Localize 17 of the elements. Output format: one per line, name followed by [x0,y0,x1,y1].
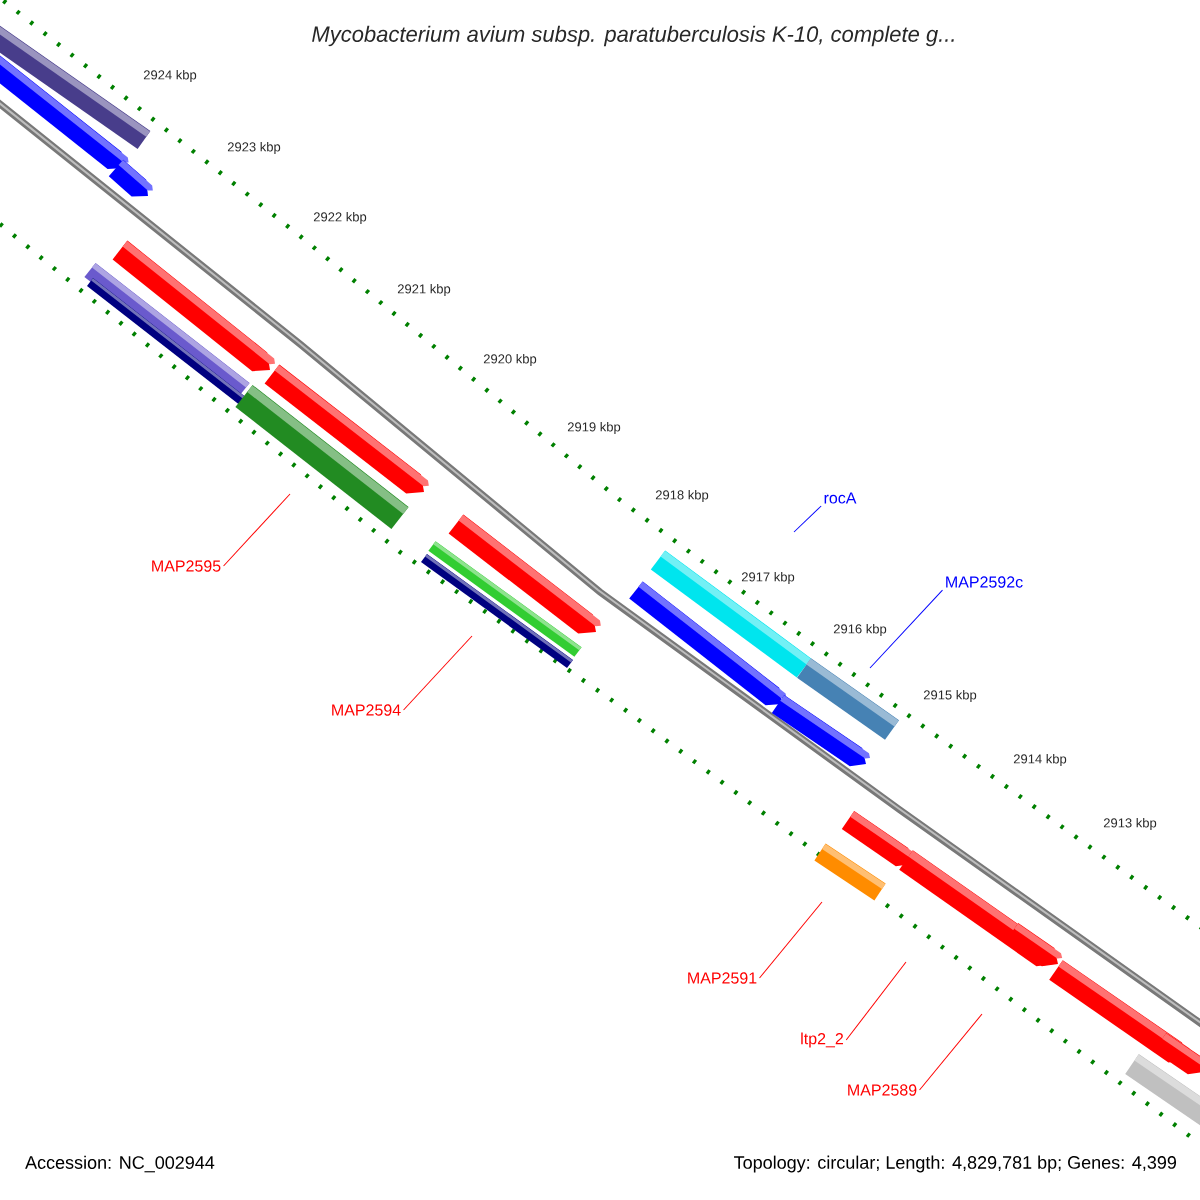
gene-label: ltp2_2 [801,1032,843,1048]
leader-line [759,901,823,979]
leader-line [403,635,473,711]
title: Mycobacterium avium subsp. paratuberculosis K-10, complete g... [312,25,954,47]
leader-line [919,1013,983,1091]
gene-label: MAP2591 [688,972,757,984]
gene-label: MAP2594 [332,704,401,716]
accession-text: Accession: NC_002944 [25,1155,215,1173]
leader-line [223,493,291,567]
leader-line [793,505,822,533]
gene-label: rocA [824,492,857,504]
leader-line [845,961,907,1041]
leader-line [869,589,943,669]
gene-label: MAP2592c [946,576,1023,588]
gene-label: MAP2589 [848,1084,917,1096]
gene-label: MAP2595 [152,560,221,572]
genome-summary-text: Topology: circular; Length: 4,829,781 bp; Genes: 4,399 [734,1155,1176,1173]
